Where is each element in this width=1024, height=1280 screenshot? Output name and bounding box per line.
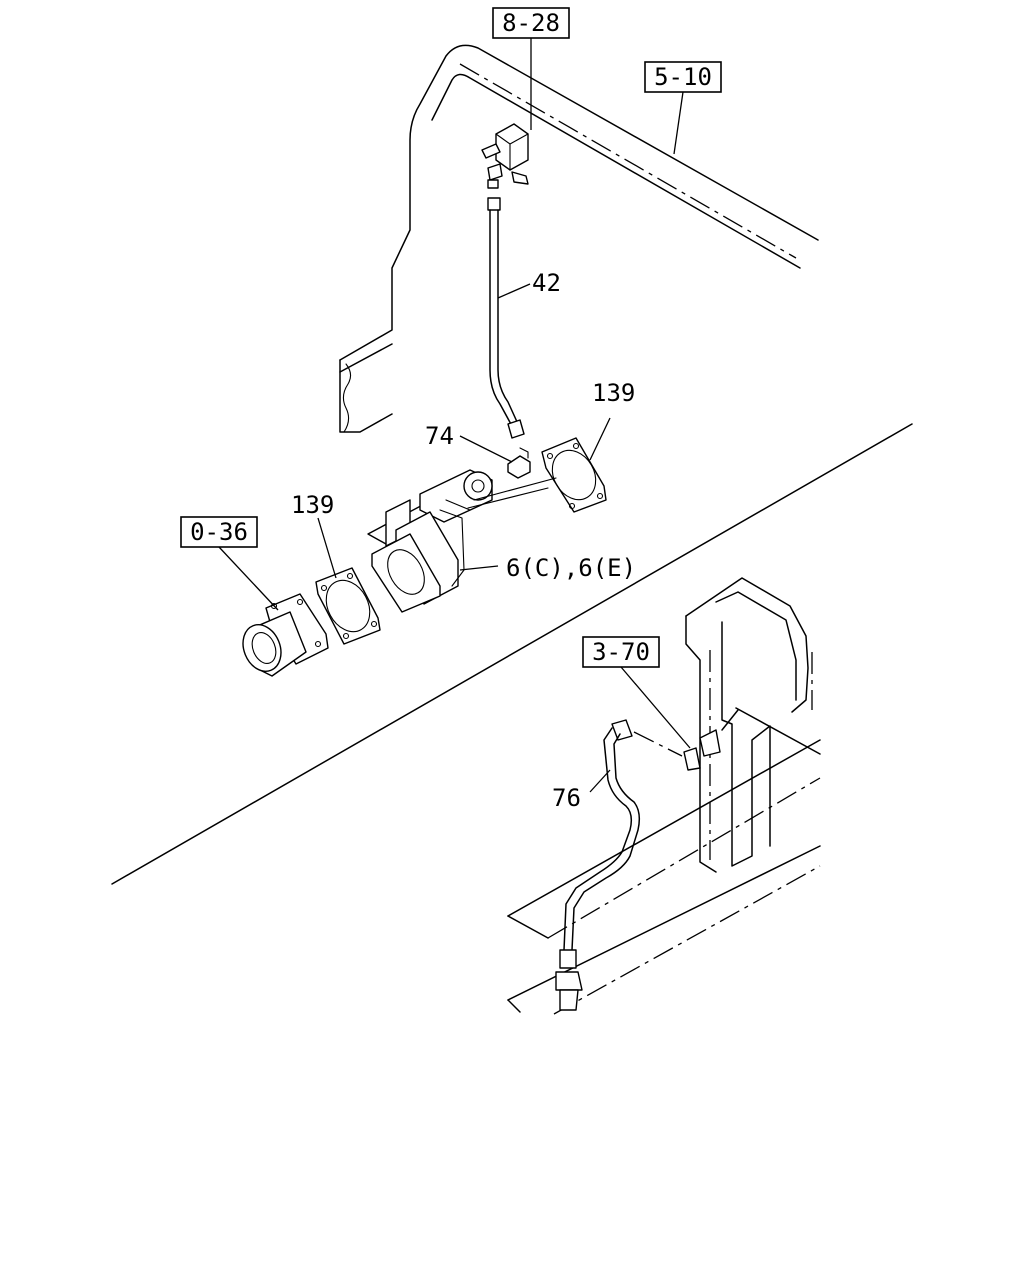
pipe-76 bbox=[555, 719, 721, 1011]
part-label-74: 74 bbox=[425, 422, 454, 450]
exhaust-brake-assembly bbox=[367, 469, 557, 613]
solenoid-valve bbox=[481, 123, 529, 189]
ref-3-70: 3-70 bbox=[582, 636, 660, 668]
part-label-76: 76 bbox=[552, 784, 581, 812]
hose-42 bbox=[487, 197, 525, 439]
ref-8-28: 8-28 bbox=[492, 7, 570, 39]
ref-label-5-10: 5-10 bbox=[654, 63, 712, 91]
gasket-139-upper bbox=[541, 437, 607, 513]
cab-frame-outline bbox=[339, 44, 819, 433]
ref-label-8-28: 8-28 bbox=[502, 9, 560, 37]
ref-5-10: 5-10 bbox=[644, 61, 722, 93]
gasket-139-lower bbox=[315, 567, 381, 645]
frame-rail-line bbox=[111, 423, 913, 885]
ref-0-36: 0-36 bbox=[180, 516, 258, 548]
fitting-74 bbox=[507, 447, 531, 479]
exhaust-pipe-flange bbox=[242, 593, 329, 677]
ref-label-3-70: 3-70 bbox=[592, 638, 650, 666]
ref-label-0-36: 0-36 bbox=[190, 518, 248, 546]
part-label-6: 6(C),6(E) bbox=[506, 554, 636, 582]
part-label-139-lower: 139 bbox=[291, 491, 334, 519]
leader-lines bbox=[218, 38, 691, 793]
part-label-139-upper: 139 bbox=[592, 379, 635, 407]
part-label-42: 42 bbox=[532, 269, 561, 297]
